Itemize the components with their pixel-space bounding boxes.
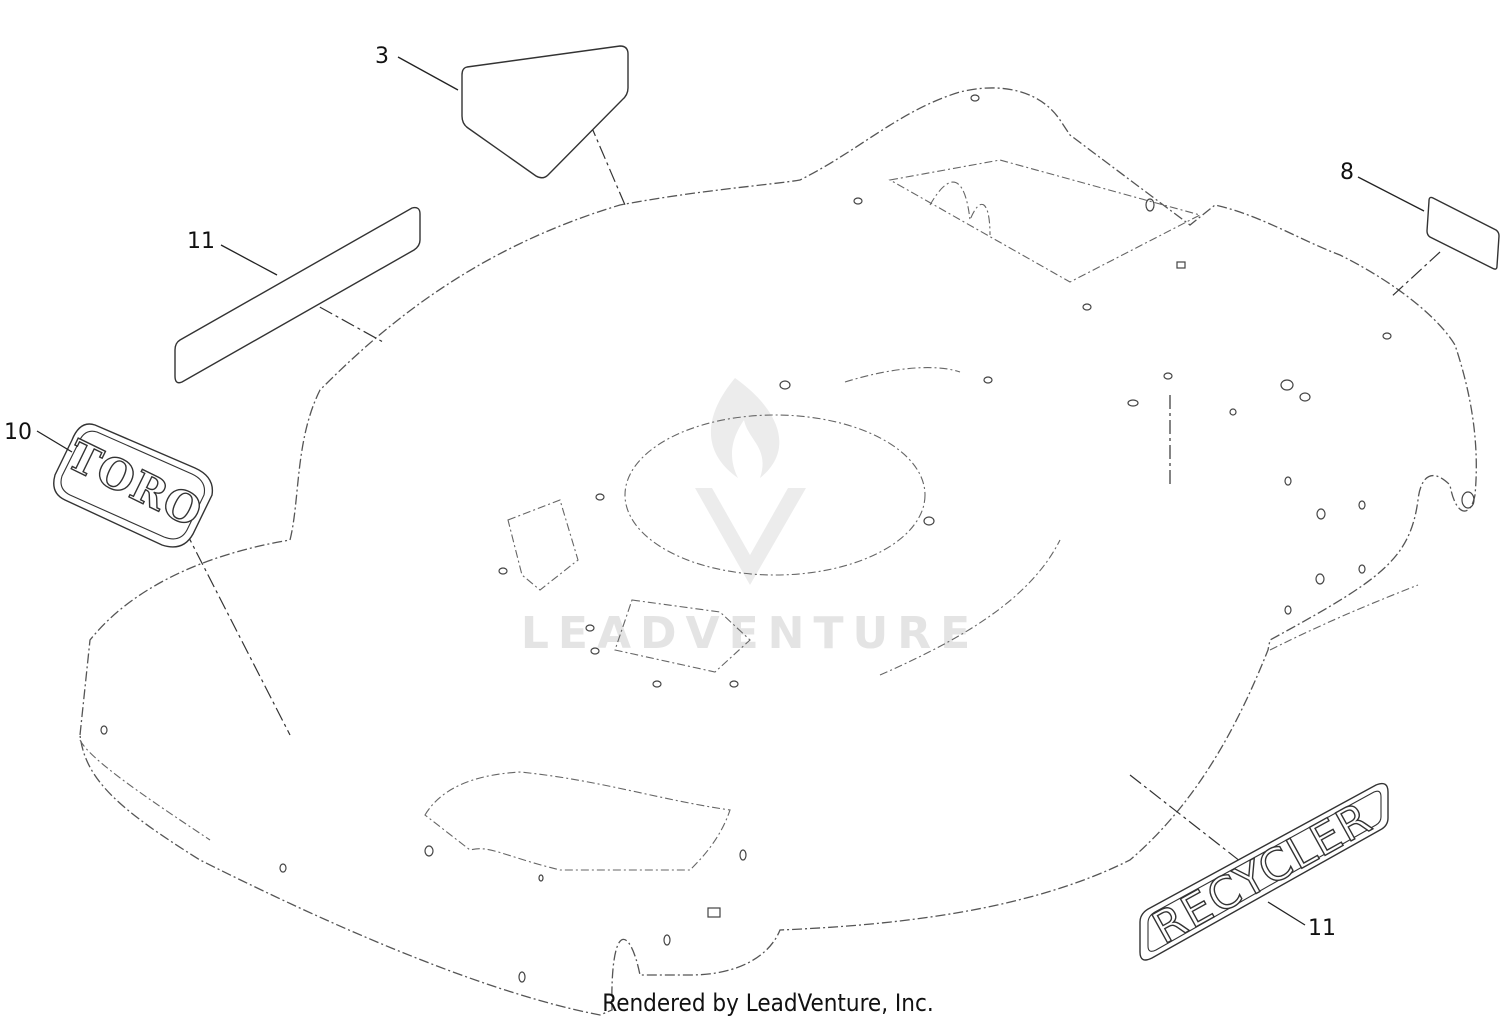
mount-hole xyxy=(1145,198,1155,212)
mount-hole xyxy=(663,934,671,946)
mount-hole xyxy=(1163,372,1173,380)
decal-3-shape[interactable] xyxy=(461,45,629,179)
square-hole xyxy=(1176,261,1186,269)
mount-hole xyxy=(1280,379,1294,391)
mount-hole xyxy=(1229,408,1237,416)
flame-icon xyxy=(710,378,780,478)
deck-holes xyxy=(100,94,1475,983)
mount-hole xyxy=(1316,508,1326,520)
deck-edge-line xyxy=(1269,584,1419,651)
callouts: 3 11 10 8 11 xyxy=(4,44,1425,941)
decal-10-toro-part[interactable]: TORO xyxy=(53,423,214,548)
mower-deck xyxy=(79,87,1477,1016)
centerline-decal-8 xyxy=(1389,251,1441,299)
decal-10-inner xyxy=(60,430,206,540)
front-wheel-well xyxy=(424,771,731,871)
mount-hole xyxy=(1127,399,1139,407)
callout-11-recycler-leader xyxy=(1267,901,1306,926)
mount-hole xyxy=(424,845,434,857)
decal-11-recycler-part[interactable]: RECYCLER xyxy=(1139,782,1389,961)
decal-8-part[interactable] xyxy=(1426,196,1500,270)
mount-hole xyxy=(1299,392,1311,402)
decal-11-strip-part[interactable] xyxy=(174,206,421,384)
mount-hole xyxy=(1358,564,1366,574)
callout-8-label: 8 xyxy=(1340,160,1354,185)
mount-hole xyxy=(1382,332,1392,340)
inner-arc xyxy=(879,539,1061,676)
decal-10-shape[interactable] xyxy=(53,423,214,548)
mount-hole xyxy=(1358,500,1366,510)
centerline-decal-11-top xyxy=(297,294,384,343)
rear-chute-detail xyxy=(929,181,991,236)
recycler-logo-text: RECYCLER xyxy=(1144,792,1381,954)
callout-3-label: 3 xyxy=(375,44,389,69)
callout-3-leader xyxy=(397,56,459,91)
mount-hole xyxy=(1461,491,1475,509)
mount-hole xyxy=(590,647,600,655)
placement-centerlines xyxy=(184,99,1441,866)
mount-hole xyxy=(853,197,863,205)
mount-hole xyxy=(1284,476,1292,486)
leadventure-watermark: LEADVENTURE xyxy=(521,378,979,659)
mount-hole xyxy=(518,971,526,983)
mount-hole xyxy=(498,567,508,575)
square-hole xyxy=(707,907,721,918)
mount-hole xyxy=(983,376,993,384)
mount-hole xyxy=(595,493,605,501)
decal-11-recycler-shape[interactable] xyxy=(1139,782,1389,961)
callout-11-recycler-label: 11 xyxy=(1308,916,1336,941)
decal-11-recycler-inner xyxy=(1147,790,1382,952)
mount-hole xyxy=(279,863,287,873)
callout-10-label: 10 xyxy=(4,420,32,445)
mount-hole xyxy=(729,680,739,688)
centerline-decal-11-recycler xyxy=(1129,774,1246,866)
mount-hole xyxy=(923,516,935,526)
mount-hole xyxy=(1284,605,1292,615)
inner-arc xyxy=(844,367,961,383)
mount-hole xyxy=(739,849,747,861)
mount-hole xyxy=(779,380,791,390)
decal-3-part[interactable] xyxy=(461,45,629,179)
mount-hole xyxy=(585,624,595,632)
callout-11-top-leader xyxy=(220,244,278,276)
callout-10-leader xyxy=(36,430,73,453)
callout-11-top-label: 11 xyxy=(187,229,215,254)
centerline-decal-10 xyxy=(184,529,291,736)
decal-11-strip-shape[interactable] xyxy=(174,206,421,384)
decal-8-shape[interactable] xyxy=(1426,196,1500,270)
rear-chute xyxy=(888,159,1202,283)
deck-edge-line xyxy=(79,739,211,841)
mount-hole xyxy=(1082,303,1092,311)
front-opening xyxy=(614,599,751,673)
mount-hole xyxy=(100,725,108,735)
deck-outline xyxy=(79,87,1477,1016)
mount-hole xyxy=(970,94,980,102)
render-credit: Rendered by LeadVenture, Inc. xyxy=(602,989,933,1017)
mount-hole xyxy=(1315,573,1325,585)
blade-housing xyxy=(624,414,926,576)
watermark-text: LEADVENTURE xyxy=(521,608,979,659)
mount-hole xyxy=(652,680,662,688)
v-logo-icon xyxy=(695,488,806,585)
mount-hole xyxy=(538,874,544,882)
callout-8-leader xyxy=(1357,176,1425,212)
side-opening xyxy=(507,499,579,591)
